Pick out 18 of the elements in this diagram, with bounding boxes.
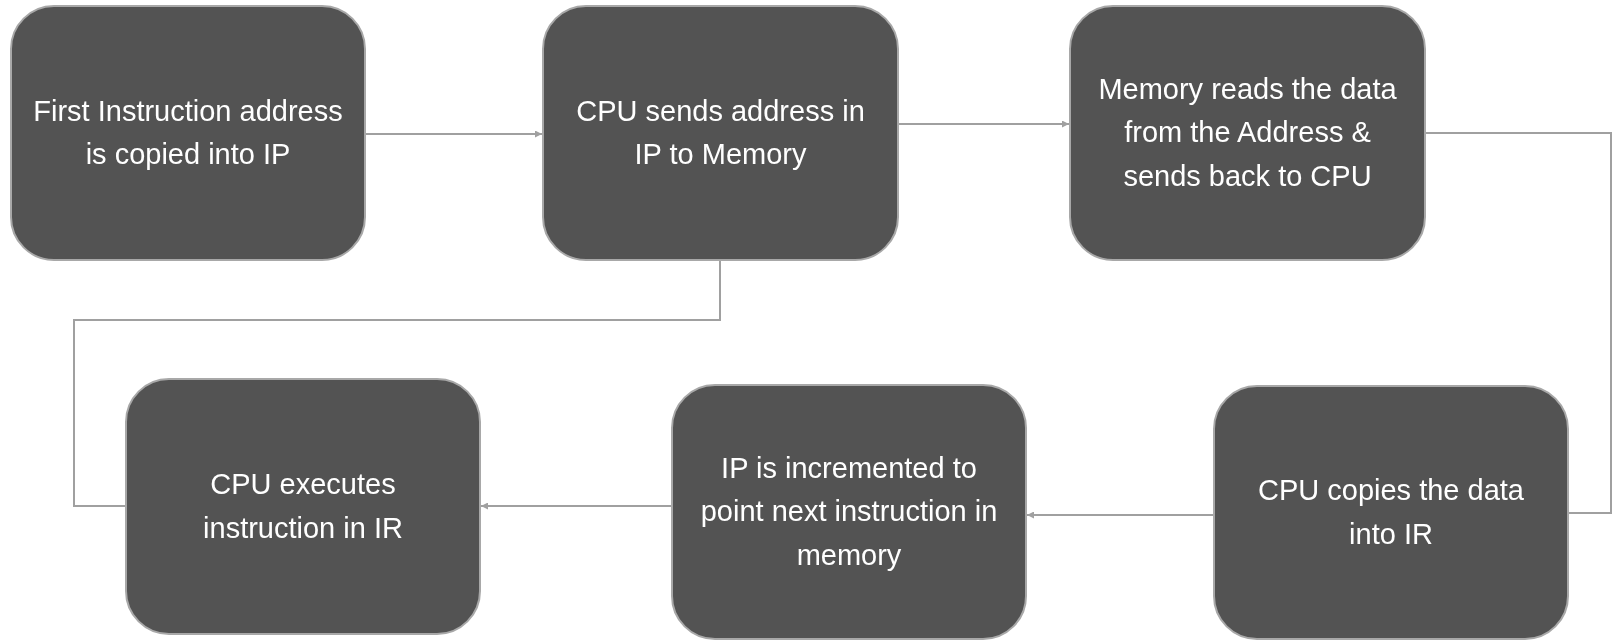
box-label: CPU executes instruction in IR [202, 467, 404, 546]
arrow [365, 130, 543, 138]
box-label: First Instruction address is copied into IP [32, 93, 344, 172]
arrow [480, 502, 672, 510]
process-box [671, 384, 1027, 640]
process-box [1213, 385, 1569, 640]
arrow [1026, 511, 1214, 519]
connector-line [73, 260, 721, 507]
box-label: CPU sends address in IP to Memory [575, 93, 866, 172]
box-label: CPU copies the data into IR [1257, 473, 1525, 552]
connector-line [1425, 132, 1612, 514]
arrow [898, 120, 1070, 128]
process-box [10, 5, 366, 261]
process-box [125, 378, 481, 635]
process-box [1069, 5, 1426, 261]
process-box [542, 5, 899, 261]
box-label: IP is incremented to point next instruction in memory [699, 450, 999, 573]
box-label: Memory reads the data from the Address & sends back to CPU [1097, 71, 1398, 194]
